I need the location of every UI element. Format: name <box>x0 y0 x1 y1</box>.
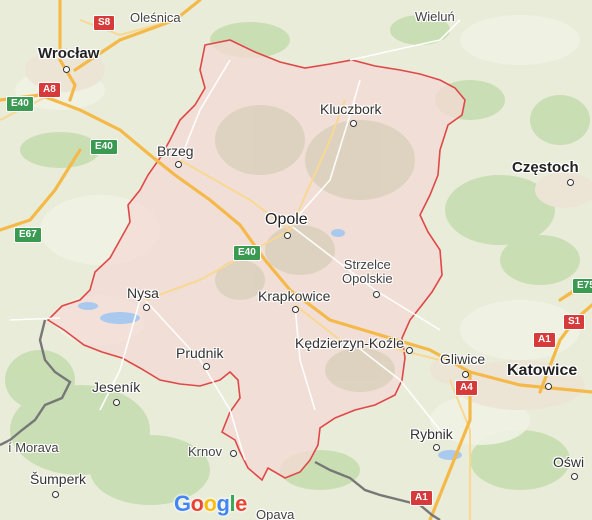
place-label-czestochowa[interactable]: Częstoch <box>512 159 579 176</box>
place-label-kluczbork[interactable]: Kluczbork <box>320 101 382 117</box>
road-shield-s1: S1 <box>563 314 586 330</box>
google-logo-letter: G <box>174 491 191 516</box>
google-logo: Google <box>174 491 247 517</box>
place-marker-kedzierzyn-kozle <box>406 347 413 354</box>
google-logo-letter: e <box>235 491 247 516</box>
place-label-katowice[interactable]: Katowice <box>507 362 578 379</box>
place-marker-wroclaw <box>63 66 70 73</box>
place-marker-sumperk <box>52 491 59 498</box>
google-logo-letter: o <box>203 491 217 516</box>
forest-areas <box>5 15 590 505</box>
road-shield-e40-center: E40 <box>233 245 261 261</box>
google-logo-letter: o <box>190 491 204 516</box>
place-marker-opole <box>284 232 291 239</box>
place-label-krnov[interactable]: Krnov <box>188 444 222 459</box>
place-label-rybnik[interactable]: Rybnik <box>410 426 453 442</box>
road-shield-a4: A4 <box>455 380 478 396</box>
road-shield-e40-left: E40 <box>6 96 34 112</box>
place-marker-jesenik <box>113 399 120 406</box>
place-label-strzelce-opolskie[interactable]: Strzelce Opolskie <box>342 257 393 286</box>
place-label-opole[interactable]: Opole <box>265 211 308 228</box>
google-logo-letter: g <box>216 491 230 516</box>
place-label-krapkowice[interactable]: Krapkowice <box>258 288 331 304</box>
road-shield-e75: E75 <box>572 278 592 294</box>
place-label-wroclaw[interactable]: Wrocław <box>38 45 100 62</box>
place-marker-czestochowa <box>567 179 574 186</box>
place-marker-gliwice <box>462 371 469 378</box>
place-label-sumperk[interactable]: Šumperk <box>30 471 87 487</box>
place-label-oswiecim[interactable]: Oświ <box>553 454 585 470</box>
place-label-olesnica: Oleśnica <box>130 10 181 25</box>
place-label-gliwice[interactable]: Gliwice <box>440 351 486 367</box>
place-label-opava[interactable]: Opava <box>256 507 295 520</box>
place-marker-brzeg <box>175 161 182 168</box>
place-label-morava: í Morava <box>8 440 59 455</box>
road-shield-a1-bottom: A1 <box>410 490 433 506</box>
place-marker-krapkowice <box>292 306 299 313</box>
place-marker-nysa <box>143 304 150 311</box>
country-border <box>0 319 72 447</box>
minor-roads <box>9 19 461 461</box>
place-label-wielun: Wieluń <box>415 9 455 24</box>
place-label-kedzierzyn-kozle[interactable]: Kędzierzyn-Koźle <box>295 335 404 351</box>
place-label-prudnik[interactable]: Prudnik <box>176 345 224 361</box>
google-logo-letter: l <box>229 491 236 516</box>
place-label-brzeg[interactable]: Brzeg <box>157 143 194 159</box>
road-shield-a1-top: A1 <box>533 332 556 348</box>
place-label-nysa[interactable]: Nysa <box>127 285 159 301</box>
place-marker-krnov <box>230 450 237 457</box>
place-marker-prudnik <box>203 363 210 370</box>
place-label-jesenik[interactable]: Jeseník <box>92 379 141 395</box>
place-marker-kluczbork <box>350 120 357 127</box>
place-marker-oswiecim <box>571 473 578 480</box>
road-shield-e40-mid: E40 <box>90 139 118 155</box>
place-marker-katowice <box>545 383 552 390</box>
road-shield-e67: E67 <box>14 227 42 243</box>
region-forests <box>215 105 415 392</box>
place-marker-strzelce-opolskie <box>373 291 380 298</box>
road-shield-a8: A8 <box>38 82 61 98</box>
place-marker-rybnik <box>433 444 440 451</box>
road-shield-s8: S8 <box>93 15 116 31</box>
country-border-south <box>314 460 441 520</box>
